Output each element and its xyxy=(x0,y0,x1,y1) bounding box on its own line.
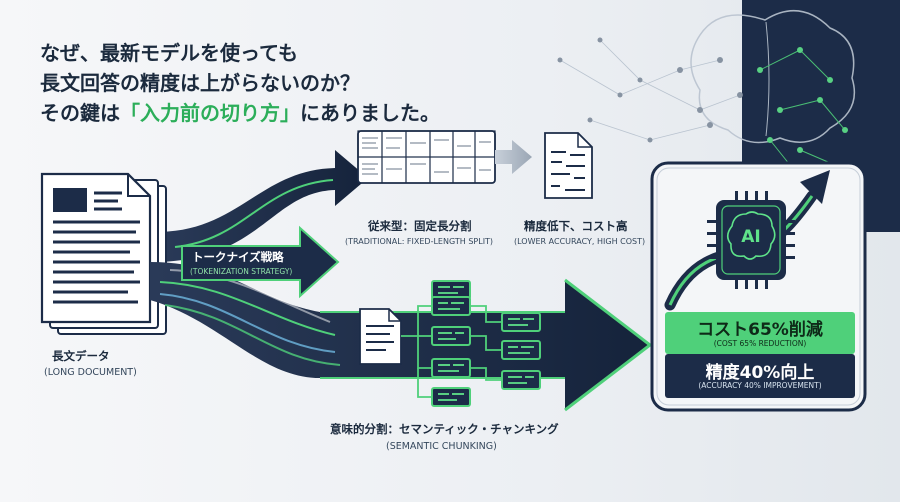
headline-line-3-pre: その鍵は xyxy=(40,101,120,125)
ai-chip-label: AI xyxy=(741,227,761,247)
traditional-result-sublabel: (LOWER ACCURACY, HIGH COST) xyxy=(514,237,646,246)
fragmented-document-icon xyxy=(544,132,593,199)
document-sublabel: (LONG DOCUMENT) xyxy=(44,367,137,378)
cost-result-sublabel: (COST 65% REDUCTION) xyxy=(713,339,807,348)
gray-arrow xyxy=(495,140,532,174)
fixed-length-chunks xyxy=(357,130,496,184)
brain-network-graphic xyxy=(557,9,856,168)
long-document-icon xyxy=(40,172,167,335)
ai-chip-icon xyxy=(707,191,795,289)
accuracy-result-bar xyxy=(665,354,855,398)
accuracy-result-label: 精度40%向上 xyxy=(705,363,815,383)
tokenization-sublabel: (TOKENIZATION STRATEGY) xyxy=(190,267,293,276)
accuracy-result-sublabel: (ACCURACY 40% IMPROVEMENT) xyxy=(698,381,822,390)
document-label: 長文データ xyxy=(52,349,110,363)
headline: なぜ、最新モデルを使っても 長文回答の精度は上がらないのか？ その鍵は「入力前の… xyxy=(40,38,440,128)
semantic-sublabel: (SEMANTIC CHUNKING) xyxy=(386,441,497,452)
semantic-chunk-tree xyxy=(401,280,541,407)
traditional-label: 従来型：固定長分割 xyxy=(368,219,472,233)
headline-line-1: なぜ、最新モデルを使っても xyxy=(40,41,298,65)
tokenization-label: トークナイズ戦略 xyxy=(192,250,284,264)
headline-line-2: 長文回答の精度は上がらないのか？ xyxy=(40,71,360,95)
tokenization-banner xyxy=(181,225,340,299)
traditional-result-label: 精度低下、コスト高 xyxy=(524,219,628,233)
semantic-document-icon xyxy=(359,308,402,365)
semantic-label: 意味的分割：セマンティック・チャンキング xyxy=(330,422,559,436)
growth-arrowhead xyxy=(800,170,830,204)
headline-line-3: その鍵は「入力前の切り方」にありました。 xyxy=(40,98,440,128)
traditional-sublabel: (TRADITIONAL: FIXED-LENGTH SPLIT) xyxy=(345,237,494,246)
cost-result-label: コスト65%削減 xyxy=(697,320,823,340)
headline-line-3-post: にありました。 xyxy=(300,101,440,125)
headline-highlight: 「入力前の切り方」 xyxy=(120,101,300,125)
cost-result-bar xyxy=(665,312,855,354)
